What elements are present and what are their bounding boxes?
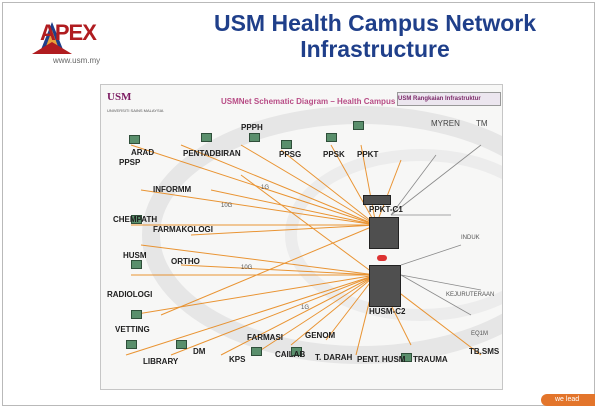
node-ppsk: PPSK: [323, 150, 345, 159]
pc-icon: [291, 347, 302, 356]
core-switch-c1: [369, 217, 399, 249]
pc-icon: [401, 353, 412, 362]
node-farmakologi: FARMAKOLOGI: [153, 225, 213, 234]
pc-icon: [131, 310, 142, 319]
wan-links: [390, 144, 482, 316]
fiber-links: [125, 144, 482, 356]
node-arad: ARAD: [131, 148, 155, 157]
core-switch-top: [363, 195, 391, 205]
node-trauma: TRAUMA: [413, 355, 448, 364]
node-pentadbiran: PENTADBIRAN: [183, 149, 241, 158]
pc-icon: [353, 121, 364, 130]
logo-url: www.usm.my: [53, 56, 101, 65]
link-label: 10G: [241, 265, 253, 271]
apex-logo-mark: [32, 22, 72, 54]
wan-myren: MYREN: [431, 119, 460, 128]
link-label: 10G: [221, 203, 233, 209]
core-interconnect: [377, 255, 387, 261]
logo-text: APEX: [40, 20, 97, 45]
core-label-1: PPKT-C1: [369, 205, 403, 214]
top-right-banner: USM Rangkaian Infrastruktur: [397, 92, 501, 106]
link-label: 1G: [261, 185, 270, 191]
side-label-kejuruteraan: KEJURUTERAAN: [446, 292, 495, 298]
title-line-2: Infrastructure: [300, 36, 450, 62]
wan-tm: TM: [476, 119, 488, 128]
footer-text: we lead: [555, 396, 580, 403]
side-label-induk: INDUK: [461, 235, 480, 241]
core-switch-c2: [369, 265, 401, 307]
node-dm: DM: [193, 347, 206, 356]
core-label-2: HUSM-C2: [369, 307, 406, 316]
footer-brand-pill: [541, 394, 595, 406]
node-t-darah: T. DARAH: [315, 353, 353, 362]
pc-icon: [201, 133, 212, 142]
pc-icon: [281, 140, 292, 149]
pc-icon: [251, 347, 262, 356]
node-chempath: CHEMPATH: [113, 215, 158, 224]
node-radiologi: RADIOLOGI: [107, 290, 153, 299]
node-tb-sms: TB.SMS: [469, 347, 500, 356]
pc-icon: [131, 260, 142, 269]
pc-icon: [129, 135, 140, 144]
node-genom: GENOM: [305, 331, 336, 340]
node-farmasi: FARMASI: [247, 333, 283, 342]
pc-icon: [249, 133, 260, 142]
pc-icon: [126, 340, 137, 349]
node-cailab: CAILAB: [275, 350, 306, 359]
node-vetting: VETTING: [115, 325, 150, 334]
pc-icon: [326, 133, 337, 142]
node-ppkt: PPKT: [357, 150, 379, 159]
diagram-title: USMNet Schematic Diagram – Health Campus: [221, 97, 396, 106]
node-kps: KPS: [229, 355, 246, 364]
apex-logo: [22, 12, 152, 72]
node-pent-husm: PENT. HUSM: [357, 355, 406, 364]
node-ppsg: PPSG: [279, 150, 302, 159]
side-label-eq1m: EQ1M: [471, 331, 489, 337]
node-ppph: PPPH: [241, 123, 263, 132]
node-ppsp: PPSP: [119, 158, 141, 167]
node-husm: HUSM: [123, 251, 147, 260]
slide-frame: [2, 2, 595, 406]
node-informm: INFORMM: [153, 185, 192, 194]
page-title: USM Health Campus Network Infrastructure: [170, 10, 580, 62]
pc-icon: [176, 340, 187, 349]
network-diagram: USM UNIVERSITI SAINS MALAYSIA USMNet Sch…: [100, 84, 503, 390]
node-ortho: ORTHO: [171, 257, 200, 266]
title-line-1: USM Health Campus Network: [213, 10, 537, 36]
link-label: 1G: [301, 305, 310, 311]
node-library: LIBRARY: [143, 357, 179, 366]
diagram-links: [125, 106, 502, 364]
usm-subtitle: UNIVERSITI SAINS MALAYSIA: [107, 108, 164, 113]
usm-logo: USM: [107, 91, 132, 103]
pc-icon: [131, 215, 142, 224]
